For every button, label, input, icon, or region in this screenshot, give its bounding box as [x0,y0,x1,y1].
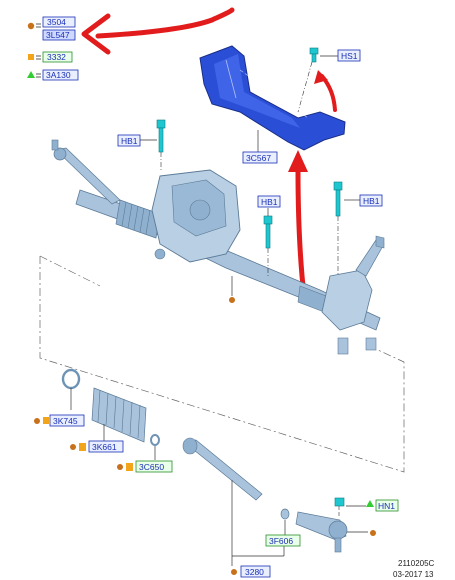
label-3280-text: 3280 [245,567,264,577]
legend: 3504 3L547 3332 3A130 [27,16,79,81]
label-3c650-text: 3C650 [139,462,164,472]
label-hs1-text: HS1 [341,51,358,61]
steering-rack-assembly [51,139,385,355]
doc-date: 03-2017 13 [393,570,434,579]
heat-shield-cover [199,45,346,151]
hn1-nut-icon [334,497,345,507]
hn1-green-marker [366,500,374,507]
label-3c650[interactable]: 3C650 [135,460,173,473]
label-hn1-text: HN1 [378,501,395,511]
hb1-bolt-left-icon [156,119,166,153]
tie-rod-end-orange-marker [370,530,376,536]
label-hb1-left[interactable]: HB1 [117,134,141,147]
label-hb1-left-text: HB1 [121,136,138,146]
lock-nut-part [280,508,290,520]
legend-code-3504-box[interactable] [42,16,76,28]
outer-tie-rod-end-part [295,511,348,553]
k745-orange-marker [34,418,40,424]
boot-clamp-ring [61,368,81,390]
legend-code-3l547-box[interactable] [42,29,76,41]
legend-circle-marker [27,22,35,30]
legend-code-3l547: 3L547 [46,30,70,40]
legend-code-3332: 3332 [47,52,66,62]
hb1-bolt-right-icon [333,181,343,217]
c650-yellow-marker [126,463,133,471]
label-3f606-text: 3F606 [269,536,293,546]
red-annotation-arrow-cover [295,167,307,299]
red-annotation-arrowhead-top [81,13,111,55]
inner-tie-rod-part [182,437,263,501]
label-hb1-right-text: HB1 [363,196,380,206]
hs1-screw-icon [309,47,319,63]
label-hb1-right[interactable]: HB1 [359,194,383,207]
label-hb1-middle[interactable]: HB1 [257,195,281,208]
p3280-orange-marker [231,569,237,575]
k745-yellow-marker [43,417,49,424]
label-3k661-text: 3K661 [92,442,117,452]
hb1-bolt-middle-icon [263,215,273,249]
c650-orange-marker [117,464,123,470]
label-hn1[interactable]: HN1 [375,499,399,512]
rack-orange-marker [229,297,235,303]
label-3c567-text: 3C567 [246,153,271,163]
label-3k745[interactable]: 3K745 [49,414,85,427]
k661-yellow-marker [79,443,86,451]
label-3280[interactable]: 3280 [240,565,271,578]
legend-square-marker [28,54,34,60]
label-hs1[interactable]: HS1 [337,49,361,62]
label-hb1-middle-text: HB1 [261,197,278,207]
kit-outline [39,256,405,473]
label-3k745-text: 3K745 [53,416,78,426]
legend-code-3a130-box[interactable] [42,69,79,81]
legend-code-3a130: 3A130 [46,70,71,80]
legend-code-3332-box[interactable] [42,51,73,63]
label-3f606[interactable]: 3F606 [265,534,301,547]
legend-triangle-marker [27,71,35,78]
label-3c567[interactable]: 3C567 [242,151,278,164]
doc-code: 2110205C [398,559,435,568]
rack-boot-part [91,387,147,443]
label-3k661[interactable]: 3K661 [88,440,124,453]
k661-orange-marker [70,444,76,450]
legend-code-3504: 3504 [47,17,66,27]
red-annotation-arrow-top [95,7,235,39]
small-clamp-part [150,434,160,446]
